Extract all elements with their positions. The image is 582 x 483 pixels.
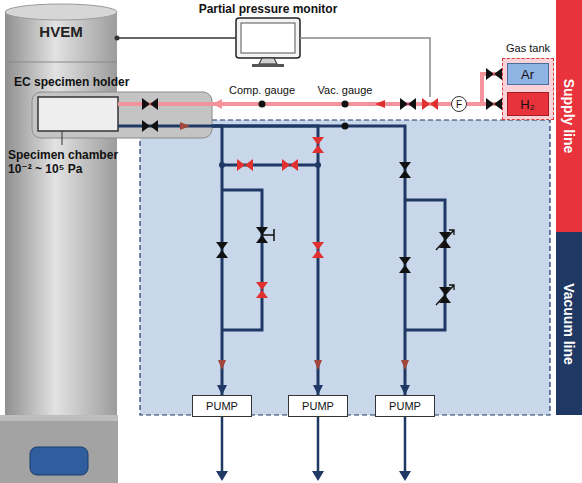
- gas-tank: ArH₂Gas tank: [502, 58, 554, 120]
- line-band: Vacuum line: [556, 232, 582, 415]
- gauge-label: Comp. gauge: [212, 84, 312, 96]
- node-label: H₂: [520, 97, 534, 112]
- supply-pipe: [118, 102, 212, 106]
- column-body: [5, 12, 117, 415]
- valve: [282, 159, 298, 171]
- node-label: Ar: [521, 67, 534, 82]
- pipe-connector: [117, 37, 236, 39]
- valve: [312, 137, 324, 153]
- node-label: PUMP: [302, 400, 334, 412]
- valve: [486, 98, 502, 110]
- valve: [142, 120, 158, 132]
- node-label: EC specimen holder: [14, 75, 129, 89]
- monitor-stand: [259, 58, 277, 64]
- gas-cylinder: Ar: [507, 63, 549, 85]
- node-label: Partial pressure monitor: [199, 2, 338, 16]
- flow-arrow: [180, 122, 190, 130]
- flow-arrow: [401, 360, 409, 370]
- vacuum-pump: PUMP: [192, 395, 252, 417]
- microscope-column: EC specimen holderHVEM: [5, 5, 117, 415]
- valve: [400, 98, 416, 110]
- column-top: [5, 4, 117, 20]
- vacuum-pipe: [118, 125, 212, 128]
- bypass-pipe: [222, 190, 262, 330]
- base-window: [30, 447, 88, 475]
- valve: [312, 242, 324, 258]
- valve: [216, 242, 228, 258]
- monitor-screen: [241, 23, 295, 53]
- node-label: HVEM: [39, 23, 82, 40]
- vacuum-pump: PUMP: [375, 395, 435, 417]
- label-holder: Vac. gauge: [295, 84, 395, 96]
- valve: [486, 68, 502, 80]
- flow-meter: F: [451, 96, 467, 112]
- monitor-foot: [252, 64, 284, 67]
- line-band: Supply line: [556, 0, 582, 232]
- exhaust-pipe: [222, 417, 405, 472]
- flow-arrow: [218, 360, 226, 370]
- node-label: F: [456, 99, 462, 110]
- pipe-connector: [212, 126, 318, 395]
- junction-dot: [219, 162, 225, 168]
- variable-mark: [436, 230, 454, 305]
- exhaust-arrow: [216, 471, 411, 481]
- valve-handle: [262, 229, 274, 241]
- column-joint: [5, 62, 117, 63]
- valve: [422, 98, 438, 110]
- flow-arrow: [314, 360, 322, 370]
- specimen-holder: EC specimen holder: [32, 92, 212, 138]
- column-base-rim: [0, 415, 118, 421]
- flow-arrow: [375, 100, 385, 108]
- specimen-chamber: [38, 97, 118, 131]
- gauge-port: [259, 101, 266, 108]
- gauge-port: [342, 101, 349, 108]
- monitor-frame: [236, 18, 300, 58]
- pipe-connector: [212, 126, 405, 395]
- valve: [399, 257, 411, 273]
- junction-dot: [115, 36, 120, 41]
- gauge-label: Vac. gauge: [295, 84, 395, 96]
- node-label: PUMP: [389, 400, 421, 412]
- vacuum-manifold: [222, 164, 318, 167]
- valve: [142, 98, 158, 110]
- node-label: Supply line: [561, 79, 577, 154]
- holder-body: [32, 92, 212, 138]
- label-holder: Specimen chamber 10⁻² ~ 10⁵ Pa: [8, 148, 132, 176]
- gas-cylinder: H₂: [507, 92, 549, 116]
- label-holder: Comp. gauge: [212, 84, 312, 96]
- valve: [399, 162, 411, 178]
- pressure-monitor: Partial pressure monitor: [236, 18, 300, 58]
- vacuum-region: [140, 120, 550, 415]
- gauge-port: [342, 123, 349, 130]
- node-label: Vacuum line: [561, 283, 577, 365]
- chamber-label: Specimen chamber 10⁻² ~ 10⁵ Pa: [8, 148, 132, 176]
- node-label: PUMP: [206, 400, 238, 412]
- junction-dot: [315, 162, 321, 168]
- valve: [237, 159, 253, 171]
- bypass-pipe: [405, 200, 445, 330]
- leader-line: [62, 131, 63, 145]
- column-base: [0, 415, 118, 483]
- node-label: Gas tank: [506, 42, 550, 54]
- vacuum-pump: PUMP: [288, 395, 348, 417]
- valve: [256, 282, 268, 298]
